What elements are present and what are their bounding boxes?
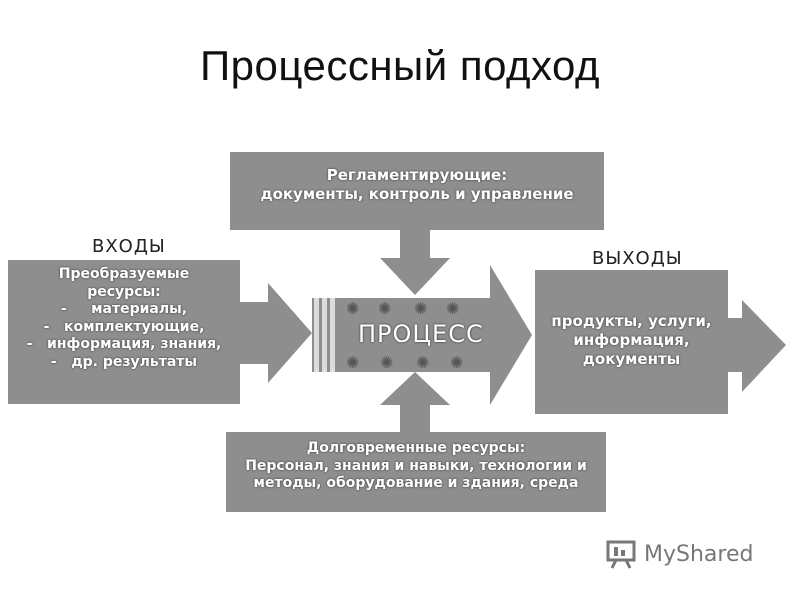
gear-icon: ✺ xyxy=(414,301,428,318)
outputs-box: продукты, услуги, информация, документы xyxy=(535,270,728,414)
long-term-resources-line-2: Персонал, знания и навыки, технологии и xyxy=(245,457,587,474)
gear-icon: ✺ xyxy=(346,301,360,318)
myshared-logo[interactable]: MyShared xyxy=(606,538,753,570)
process-arrow xyxy=(312,265,532,405)
inputs-box-line-5: - информация, знания, xyxy=(26,336,222,352)
long-term-resources-line-3: методы, оборудование и здания, среда xyxy=(253,475,579,491)
inputs-box-line-3: - материалы, xyxy=(60,301,188,317)
input-arrow xyxy=(240,283,312,383)
inputs-box-line-4: - комплектующие, xyxy=(43,318,205,335)
inputs-box-line-2: ресурсы: xyxy=(87,283,161,300)
gear-icon: ✺ xyxy=(380,355,394,372)
process-stripe-2 xyxy=(322,298,327,372)
process-label: ПРОЦЕСС xyxy=(358,320,484,348)
outputs-box-line-3: документы xyxy=(582,349,681,368)
process-stripe-1 xyxy=(314,298,319,372)
long-term-resources-line-1: Долговременные ресурсы: xyxy=(306,440,526,456)
regulating-box-line-2: документы, контроль и управление xyxy=(260,184,574,203)
long-term-resources-box: Долговременные ресурсы: Персонал, знания… xyxy=(226,432,606,512)
slide-title: Процессный подход xyxy=(199,42,600,89)
gear-icon: ✺ xyxy=(446,301,460,318)
logo-text: MyShared xyxy=(644,541,754,567)
regulating-box: Регламентирующие: документы, контроль и … xyxy=(230,152,604,230)
presentation-board-icon xyxy=(606,540,636,569)
gear-icon: ✺ xyxy=(378,301,392,318)
bottom-up-arrow xyxy=(380,372,450,432)
process-stripe-3 xyxy=(330,298,335,372)
inputs-box-line-1: Преобразуемые xyxy=(58,266,190,282)
regulating-box-line-1: Регламентирующие: xyxy=(326,166,508,184)
gear-icon: ✺ xyxy=(450,355,464,372)
output-arrow xyxy=(728,300,786,392)
top-down-arrow xyxy=(380,230,450,295)
inputs-box: Преобразуемые ресурсы: - материалы, - ко… xyxy=(8,260,240,404)
inputs-label: ВХОДЫ xyxy=(92,236,166,257)
inputs-box-line-6: - др. результаты xyxy=(50,353,198,370)
outputs-box-line-2: информация, xyxy=(573,330,690,349)
gear-icon: ✺ xyxy=(416,355,430,372)
gear-icon: ✺ xyxy=(346,355,360,372)
outputs-box-line-1: продукты, услуги, xyxy=(551,312,712,330)
outputs-label: ВЫХОДЫ xyxy=(592,248,683,269)
